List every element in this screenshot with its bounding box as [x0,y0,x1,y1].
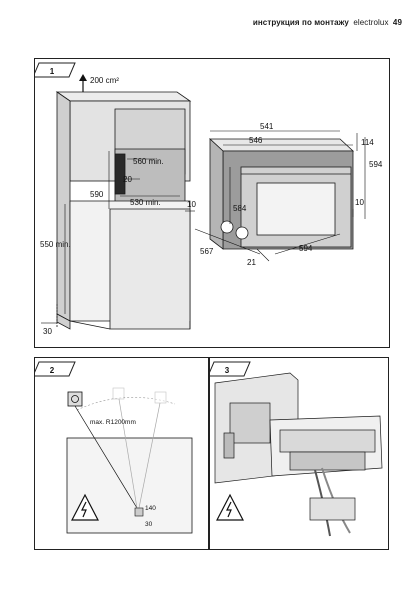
step-number-tag: 1 [35,62,76,78]
header-brand: electrolux [353,18,389,27]
electric-warning-icon [71,493,99,521]
page-header: инструкция по монтажу electrolux 49 [253,18,402,27]
depth-bottom-label: 567 [200,247,214,256]
foot-right-label: 10 [355,198,364,207]
vent-arrow [79,74,87,92]
panel-connection: 3 [209,357,389,550]
socket-alt-icon [112,387,167,404]
inner-height-label: 560 min. [133,157,164,166]
panel-socket-position: 2 max. R1200mm 140 30 [34,357,209,550]
dim-30-label: 30 [145,521,153,528]
tall-cabinet [55,91,192,330]
header-title: инструкция по монтажу [252,18,349,27]
terminal-block [269,415,383,477]
door-label: 21 [247,258,256,267]
width-front-label: 546 [249,136,263,145]
panel-cabinet-dimensions: 1 200 cm² [34,58,390,348]
oven-body [208,138,355,250]
vent-label: 200 cm² [90,76,119,85]
step-number-tag: 3 [210,361,251,377]
foot-left-label: 10 [187,200,196,209]
height-total-label: 594 [369,160,383,169]
cabinet-depth-label: 550 min. [40,240,71,249]
step-number: 3 [225,366,230,375]
width-top-label: 541 [260,122,274,131]
socket-icon [67,391,83,407]
niche-height-label: 590 [90,190,104,199]
page-number: 49 [392,18,402,27]
width-bottom-label: 594 [299,244,313,253]
oven-dimension-lines [185,130,366,262]
cable-clamp [309,497,356,521]
electric-warning-icon [216,493,244,521]
radius-label: max. R1200mm [90,419,136,426]
socket-diagram: 2 max. R1200mm 140 30 [35,361,193,534]
gap-label: 20 [123,175,132,184]
step-number-tag: 2 [35,361,76,377]
cable-lines [74,398,161,509]
dim-140-label: 140 [145,505,156,512]
cabinet-dimension-lines [41,151,180,324]
step-number: 2 [50,366,55,375]
connection-diagram: 3 [210,361,383,537]
depth-top-label: 114 [361,138,374,147]
plinth-label: 30 [43,327,52,336]
height-body-label: 584 [233,204,247,213]
cabinet-diagram: 1 200 cm² [35,62,383,336]
step-number: 1 [50,67,55,76]
inner-width-label: 530 min. [130,198,161,207]
